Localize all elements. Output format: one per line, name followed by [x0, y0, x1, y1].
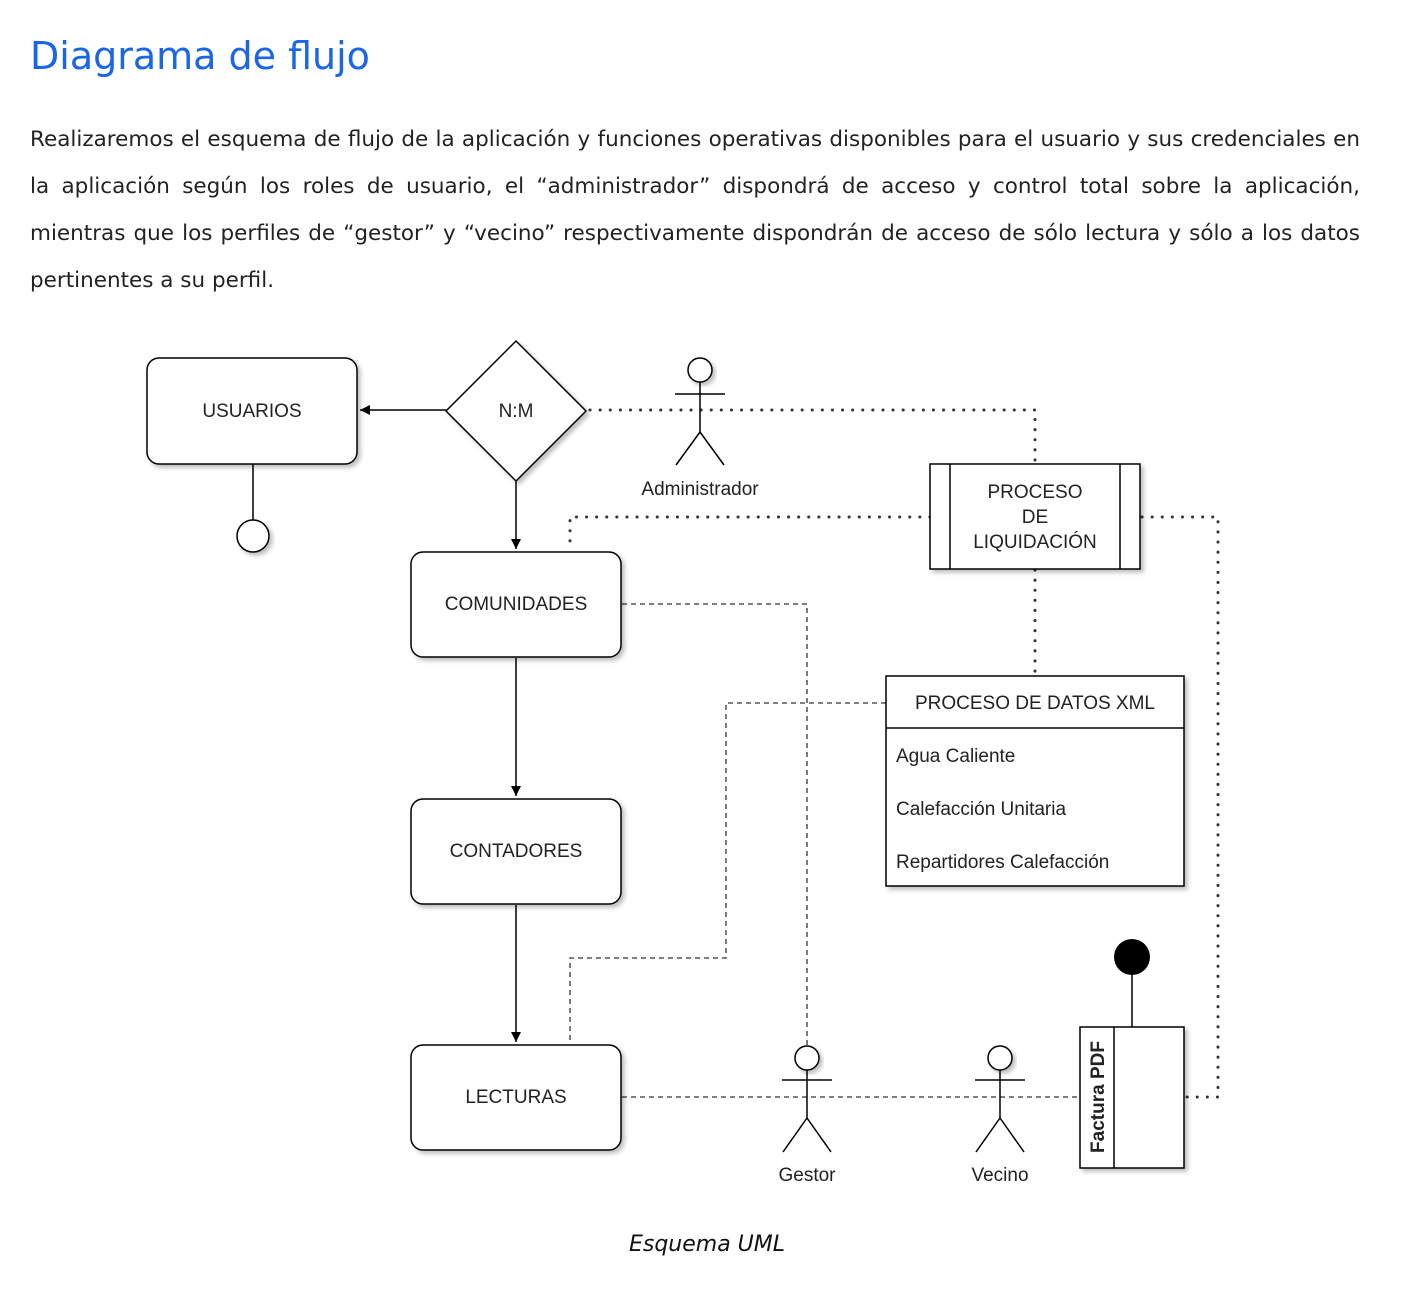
node-contadores-label: CONTADORES [450, 841, 583, 862]
figure-caption: Esquema UML [628, 1232, 786, 1257]
intro-paragraph: Realizaremos el esquema de flujo de la a… [30, 127, 1360, 293]
liquidacion-line-3: LIQUIDACIÓN [973, 531, 1097, 553]
liquidacion-line-1: PROCESO [987, 482, 1082, 503]
uml-diagram: USUARIOS N:M COMUNIDADES CONTADORES LECT… [146, 339, 1220, 1186]
factura-label: Factura PDF [1088, 1041, 1109, 1153]
node-comunidades-label: COMUNIDADES [445, 594, 588, 615]
factura-terminal [1114, 939, 1150, 975]
node-usuarios: USUARIOS [146, 357, 358, 465]
node-contadores: CONTADORES [410, 798, 622, 905]
dashed-edges [569, 603, 1080, 1098]
node-proceso-datos-xml: PROCESO DE DATOS XML Agua Caliente Calef… [885, 675, 1185, 887]
xml-header: PROCESO DE DATOS XML [915, 693, 1155, 714]
edge-comunidades-gestor [622, 603, 808, 1046]
xml-item-agua-caliente: Agua Caliente [896, 746, 1015, 767]
actor-gestor-label: Gestor [778, 1165, 836, 1186]
node-lecturas-label: LECTURAS [465, 1087, 566, 1108]
actor-administrador-label: Administrador [641, 479, 759, 500]
edge-nm-liquidacion [588, 408, 1037, 464]
actor-vecino-label: Vecino [971, 1165, 1028, 1186]
xml-item-repartidores: Repartidores Calefacción [896, 852, 1109, 873]
xml-item-calefaccion-unitaria: Calefacción Unitaria [896, 799, 1066, 820]
liquidacion-line-2: DE [1022, 507, 1048, 528]
node-nm-label: N:M [499, 401, 534, 422]
flow-edges [252, 405, 1133, 1042]
edge-xml-lecturas [569, 702, 886, 1044]
edge-liquidacion-comunidades [568, 515, 932, 552]
node-proceso-liquidacion: PROCESO DE LIQUIDACIÓN [929, 463, 1141, 570]
usuarios-terminal [236, 519, 270, 553]
node-usuarios-label: USUARIOS [202, 401, 301, 422]
actor-gestor [782, 1045, 832, 1153]
page-title: Diagrama de flujo [30, 34, 370, 78]
dotted-edges [568, 408, 1220, 1099]
node-lecturas: LECTURAS [410, 1044, 622, 1151]
actor-vecino [975, 1045, 1025, 1153]
actor-administrador [675, 357, 725, 466]
node-comunidades: COMUNIDADES [410, 551, 622, 658]
node-nm-decision: N:M [444, 339, 588, 483]
node-factura-pdf: Factura PDF [1079, 939, 1185, 1169]
